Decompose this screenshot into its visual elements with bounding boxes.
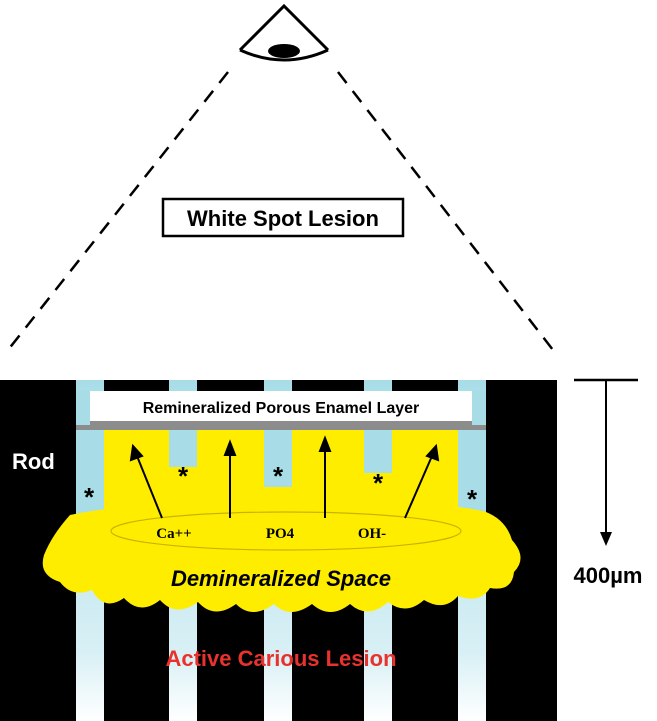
active-carious-lesion-label: Active Carious Lesion [165, 646, 396, 671]
view-line-right [337, 71, 554, 351]
demineralized-space-blob [42, 500, 521, 612]
ion-label-calcium: Ca++ [156, 526, 191, 542]
eye-icon [238, 3, 330, 62]
depth-scale: 400µm [574, 378, 643, 588]
depth-scale-label: 400µm [574, 563, 643, 588]
enamel-section: Remineralized Porous Enamel Layer Ca++ P… [0, 380, 557, 721]
asterisk-marker: * [273, 461, 284, 491]
surface-layer [90, 391, 472, 421]
demineralized-space-label: Demineralized Space [171, 566, 391, 591]
white-spot-lesion-box [161, 197, 405, 238]
asterisk-marker: * [84, 482, 95, 512]
asterisk-marker: * [178, 461, 189, 491]
ion-label-hydroxide: OH- [358, 526, 386, 542]
ion-label-phosphate: PO4 [266, 526, 295, 542]
surface-layer-label: Remineralized Porous Enamel Layer [143, 400, 420, 417]
view-line-left [7, 71, 229, 351]
white-spot-lesion-label: White Spot Lesion [187, 206, 379, 231]
asterisk-marker: * [373, 468, 384, 498]
ion-ellipse [110, 511, 462, 551]
rod-label: Rod [12, 449, 55, 474]
ion-arrows [129, 435, 440, 519]
asterisk-marker: * [467, 484, 478, 514]
